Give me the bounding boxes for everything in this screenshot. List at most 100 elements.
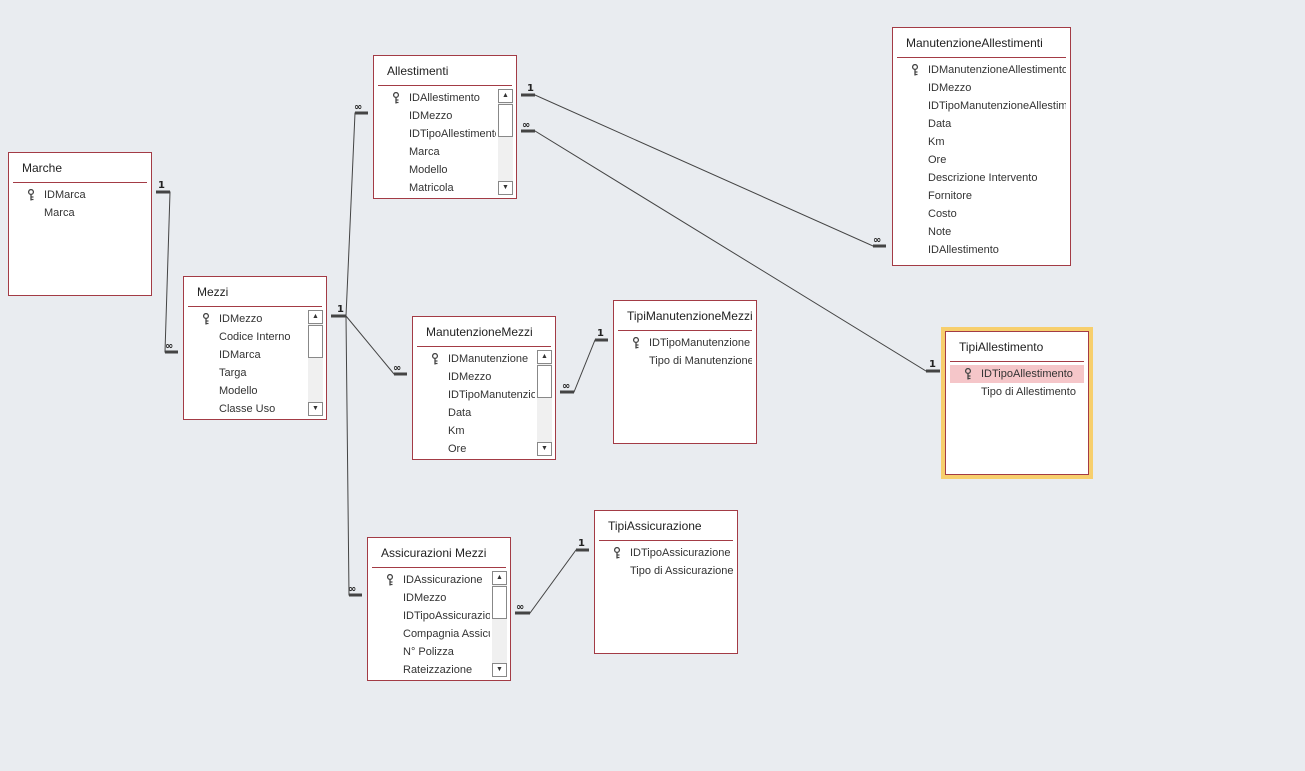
scrollbar-thumb[interactable] [498,104,513,137]
relationship-allestimenti-manutenzioneallestimenti[interactable] [521,93,886,248]
field-row[interactable]: IDAssicurazione [372,571,490,589]
field-row[interactable]: Matricola [378,179,496,196]
field-row[interactable]: Modello [378,161,496,179]
scroll-up-arrow-icon[interactable]: ▲ [498,89,513,103]
field-row[interactable]: Km [897,133,1066,151]
field-row[interactable]: IDTipoAssicurazione [372,607,490,625]
table-title[interactable]: Marche [22,161,63,175]
field-row[interactable]: Tipo di Assicurazione [599,562,733,580]
field-row[interactable]: Data [897,115,1066,133]
field-row[interactable]: Ore [897,151,1066,169]
field-row[interactable]: Compagnia Assicurativa [372,625,490,643]
field-row[interactable]: IDAllestimento [378,89,496,107]
field-row[interactable]: Km [417,422,535,440]
field-name: Km [928,136,945,148]
field-row[interactable]: Costo [897,205,1066,223]
field-name: Compagnia Assicurativa [403,628,490,640]
table-title[interactable]: TipiManutenzioneMezzi [627,309,753,323]
scrollbar-thumb[interactable] [492,586,507,619]
table-title[interactable]: Mezzi [197,285,229,299]
field-row[interactable]: IDMezzo [897,79,1066,97]
field-row[interactable]: IDTipoManutenzioneAllestimento [897,97,1066,115]
field-row[interactable]: Rateizzazione [372,661,490,678]
title-divider [13,182,147,183]
field-row[interactable]: IDTipoAllestimento [378,125,496,143]
scroll-up-arrow-icon[interactable]: ▲ [537,350,552,364]
scroll-down-arrow-icon[interactable]: ▼ [492,663,507,677]
field-row[interactable]: Codice Interno [188,328,306,346]
table-title[interactable]: Allestimenti [387,64,449,78]
field-row[interactable]: IDMarca [188,346,306,364]
field-list[interactable]: IDManutenzioneIDMezzoIDTipoManutenzioneD… [417,350,535,457]
field-row[interactable]: IDMezzo [378,107,496,125]
scroll-up-arrow-icon[interactable]: ▲ [308,310,323,324]
field-row[interactable]: Classe Uso [188,400,306,417]
table-manutenzioneallestimenti[interactable]: ManutenzioneAllestimenti IDManutenzioneA… [892,27,1071,266]
scroll-down-arrow-icon[interactable]: ▼ [537,442,552,456]
field-row[interactable]: IDTipoManutenzione [417,386,535,404]
field-row[interactable]: Tipo di Manutenzione [618,352,752,370]
field-row[interactable]: IDTipoManutenzione [618,334,752,352]
scroll-up-arrow-icon[interactable]: ▲ [492,571,507,585]
vertical-scrollbar[interactable]: ▲ ▼ [308,310,323,416]
scroll-down-arrow-icon[interactable]: ▼ [498,181,513,195]
field-list[interactable]: IDAssicurazioneIDMezzoIDTipoAssicurazion… [372,571,490,678]
field-row[interactable]: Data [417,404,535,422]
vertical-scrollbar[interactable]: ▲ ▼ [537,350,552,456]
field-row[interactable]: IDManutenzioneAllestimento [897,61,1066,79]
field-row[interactable]: IDManutenzione [417,350,535,368]
field-row[interactable]: IDTipoAllestimento [950,365,1084,383]
field-row[interactable]: IDAllestimento [897,241,1066,259]
field-name: Marca [44,207,75,219]
field-row[interactable]: N° Polizza [372,643,490,661]
field-row[interactable]: Fornitore [897,187,1066,205]
vertical-scrollbar[interactable]: ▲ ▼ [498,89,513,195]
scroll-down-arrow-icon[interactable]: ▼ [308,402,323,416]
table-title[interactable]: TipiAssicurazione [608,519,702,533]
title-divider [618,330,752,331]
table-title[interactable]: ManutenzioneAllestimenti [906,36,1043,50]
table-title[interactable]: TipiAllestimento [959,340,1044,354]
field-row[interactable]: Marca [378,143,496,161]
field-row[interactable]: IDMarca [13,186,147,204]
table-title[interactable]: Assicurazioni Mezzi [381,546,487,560]
field-row[interactable]: Modello [188,382,306,400]
field-row[interactable]: Note [897,223,1066,241]
field-row[interactable]: IDMezzo [372,589,490,607]
field-row[interactable]: Marca [13,204,147,222]
field-row[interactable]: Ore [417,440,535,457]
relationship-mezzi-assicurazionimezzi[interactable] [345,315,362,597]
scrollbar-thumb[interactable] [308,325,323,358]
field-row[interactable]: Tipo di Allestimento [950,383,1084,401]
field-row[interactable]: IDMezzo [417,368,535,386]
field-row[interactable]: IDMezzo [188,310,306,328]
field-row[interactable]: Targa [188,364,306,382]
field-row[interactable]: IDTipoAssicurazione [599,544,733,562]
vertical-scrollbar[interactable]: ▲ ▼ [492,571,507,677]
table-tipimanutenzionemezzi[interactable]: TipiManutenzioneMezzi IDTipoManutenzione… [613,300,757,444]
title-divider [599,540,733,541]
relationship-tipiassicurazione-assicurazionimezzi[interactable] [515,548,589,615]
relationship-marche-mezzi[interactable] [156,190,178,354]
relationship-tipimanutenzione-manutenzionemezzi[interactable] [560,338,608,394]
relationship-mezzi-allestimenti[interactable] [331,111,368,318]
table-title[interactable]: ManutenzioneMezzi [426,325,533,339]
scrollbar-thumb[interactable] [537,365,552,398]
relationship-mezzi-manutenzionemezzi[interactable] [345,315,407,376]
field-name: Codice Interno [219,331,291,343]
field-row[interactable]: Descrizione Intervento [897,169,1066,187]
